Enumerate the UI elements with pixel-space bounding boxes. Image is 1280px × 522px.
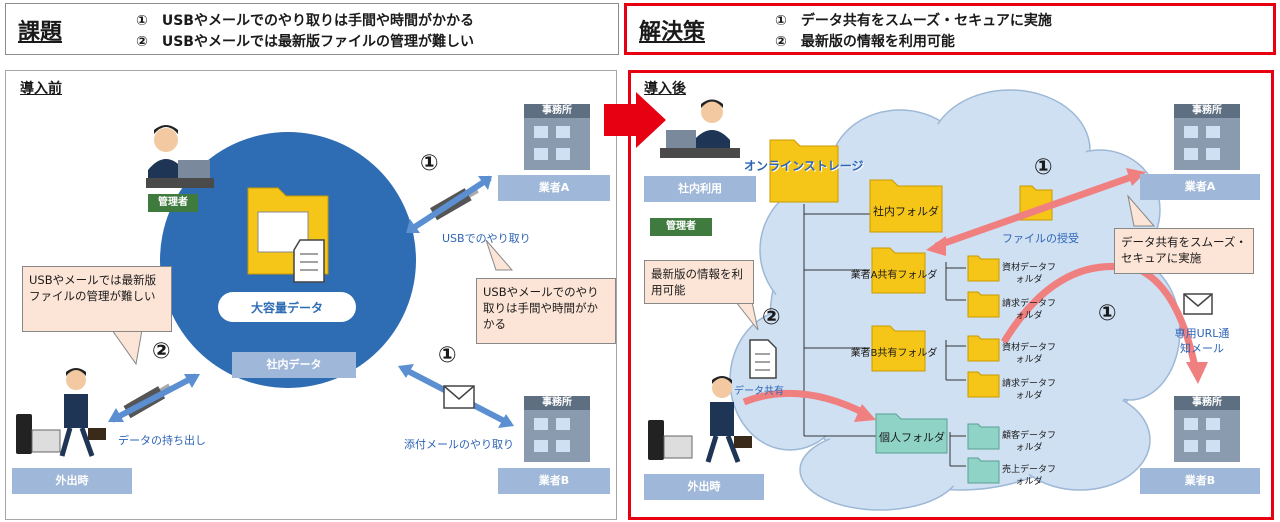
outside-person-icon-right: [648, 376, 752, 463]
usb-carry-label: データの持ち出し: [118, 434, 206, 447]
customer-label: 顧客データフォルダ: [1001, 431, 1056, 453]
company-user-person-icon: [660, 99, 740, 158]
office-sign-a-right: 事務所: [1192, 105, 1222, 116]
solution-line-1: ① データ共有をスムーズ・セキュアに実施: [775, 13, 1052, 29]
vendor-a-tag-left: 業者A: [498, 175, 610, 201]
materials-b-label: 資材データフォルダ: [1001, 343, 1056, 365]
office-building-icon-a: [524, 104, 590, 170]
out-of-office-tag-left: 外出時: [12, 468, 132, 494]
company-data-tag: 社内データ: [232, 352, 356, 378]
large-data-folder-icon: [247, 187, 329, 283]
after-panel: [628, 70, 1274, 520]
file-transfer-label: ファイルの授受: [1002, 232, 1079, 245]
invoice-a-label: 請求データフォルダ: [1001, 299, 1056, 321]
mail-icon-left: [443, 385, 475, 409]
invoice-b-label: 請求データフォルダ: [1001, 379, 1056, 401]
after-num-1-right: ①: [1098, 301, 1117, 326]
vendor-b-tag-left: 業者B: [498, 468, 610, 494]
before-num-2: ②: [152, 339, 171, 364]
company-use-tag: 社内利用: [644, 176, 756, 202]
vendor-b-folder-label: 業者B共有フォルダ: [850, 348, 938, 359]
mail-exchange-label: 添付メールのやり取り: [404, 438, 514, 451]
callout-latest: 最新版の情報を利用可能: [644, 260, 754, 304]
large-data-pill: [218, 292, 356, 322]
office-sign-b-right: 事務所: [1192, 397, 1222, 408]
url-mail-label: 専用URL通知メール: [1174, 327, 1230, 355]
after-title: 導入後: [644, 81, 686, 97]
problem-line-2: ② USBやメールでは最新版ファイルの管理が難しい: [136, 34, 474, 50]
callout-share-tail: [1127, 194, 1156, 227]
admin-tag-left: 管理者: [148, 194, 198, 212]
vendor-a-tag-right: 業者A: [1140, 174, 1260, 200]
callout-right-tail: [485, 239, 514, 271]
problem-line-1: ① USBやメールでのやり取りは手間や時間がかかる: [136, 13, 474, 29]
vendor-a-transfer-arrow: [934, 170, 1142, 250]
callout-right: USBやメールでのやり取りは手間や時間がかかる: [476, 278, 616, 344]
online-storage-label: オンラインストレージ: [744, 159, 864, 173]
out-of-office-tag-right: 外出時: [644, 474, 764, 500]
materials-b-folder-icon: [967, 335, 1000, 362]
folder-tree-lines: [803, 204, 966, 467]
mail-icon-right: [1183, 293, 1213, 315]
problem-box: 課題 ① USBやメールでのやり取りは手間や時間がかかる ② USBやメールでは…: [5, 3, 619, 55]
data-share-label: データ共有: [734, 386, 784, 397]
callout-latest-tail: [734, 301, 759, 331]
sales-folder-icon: [967, 457, 1000, 484]
after-num-2: ②: [762, 305, 781, 330]
office-building-icon-b-right: [1174, 396, 1240, 462]
company-folder-icon: [869, 179, 943, 233]
before-num-1-bottom: ①: [438, 343, 457, 368]
company-folder-label: 社内フォルダ: [873, 205, 939, 218]
admin-tag-right: 管理者: [650, 218, 712, 236]
large-data-label: 大容量データ: [250, 301, 323, 315]
storage-root-folder-icon: [769, 139, 839, 203]
callout-share: データ共有をスムーズ・セキュアに実施: [1114, 228, 1254, 274]
usb-exchange-label: USBでのやり取り: [442, 232, 531, 245]
vendor-a-folder-label: 業者A共有フォルダ: [850, 270, 938, 281]
materials-a-folder-icon: [967, 255, 1000, 282]
office-sign-a-left: 事務所: [542, 105, 572, 116]
transition-arrow: [604, 92, 666, 148]
personal-folder-icon: [875, 413, 948, 454]
document-icon: [749, 339, 777, 379]
usb-carry-arrow: [110, 373, 198, 423]
after-num-1-top: ①: [1034, 155, 1053, 180]
invoice-b-folder-icon: [967, 371, 1000, 398]
solution-box: 解決策 ① データ共有をスムーズ・セキュアに実施 ② 最新版の情報を利用可能: [624, 3, 1276, 55]
office-building-icon-b: [524, 396, 590, 462]
vendor-a-folder-icon: [871, 247, 926, 294]
materials-a-label: 資材データフォルダ: [1001, 263, 1056, 285]
callout-left: USBやメールでは最新版ファイルの管理が難しい: [22, 266, 172, 332]
sales-label: 売上データフォルダ: [1001, 465, 1056, 487]
usb-exchange-arrow: [408, 175, 492, 233]
invoice-a-folder-icon: [967, 291, 1000, 318]
solution-title: 解決策: [639, 20, 706, 45]
vendor-b-folder-icon: [871, 325, 926, 372]
personal-folder-label: 個人フォルダ: [879, 431, 945, 444]
solution-line-2: ② 最新版の情報を利用可能: [775, 34, 955, 50]
admin-person-icon: [146, 125, 214, 188]
office-sign-b-left: 事務所: [542, 397, 572, 408]
office-building-icon-a-right: [1174, 104, 1240, 170]
before-title: 導入前: [20, 81, 62, 97]
problem-title: 課題: [18, 20, 63, 45]
before-panel: [5, 70, 617, 520]
customer-folder-icon: [967, 423, 1000, 450]
personal-share-arrow: [742, 389, 868, 418]
outside-person-icon-left: [16, 368, 106, 457]
before-num-1-top: ①: [420, 151, 439, 176]
vendor-b-tag-right: 業者B: [1140, 468, 1260, 494]
